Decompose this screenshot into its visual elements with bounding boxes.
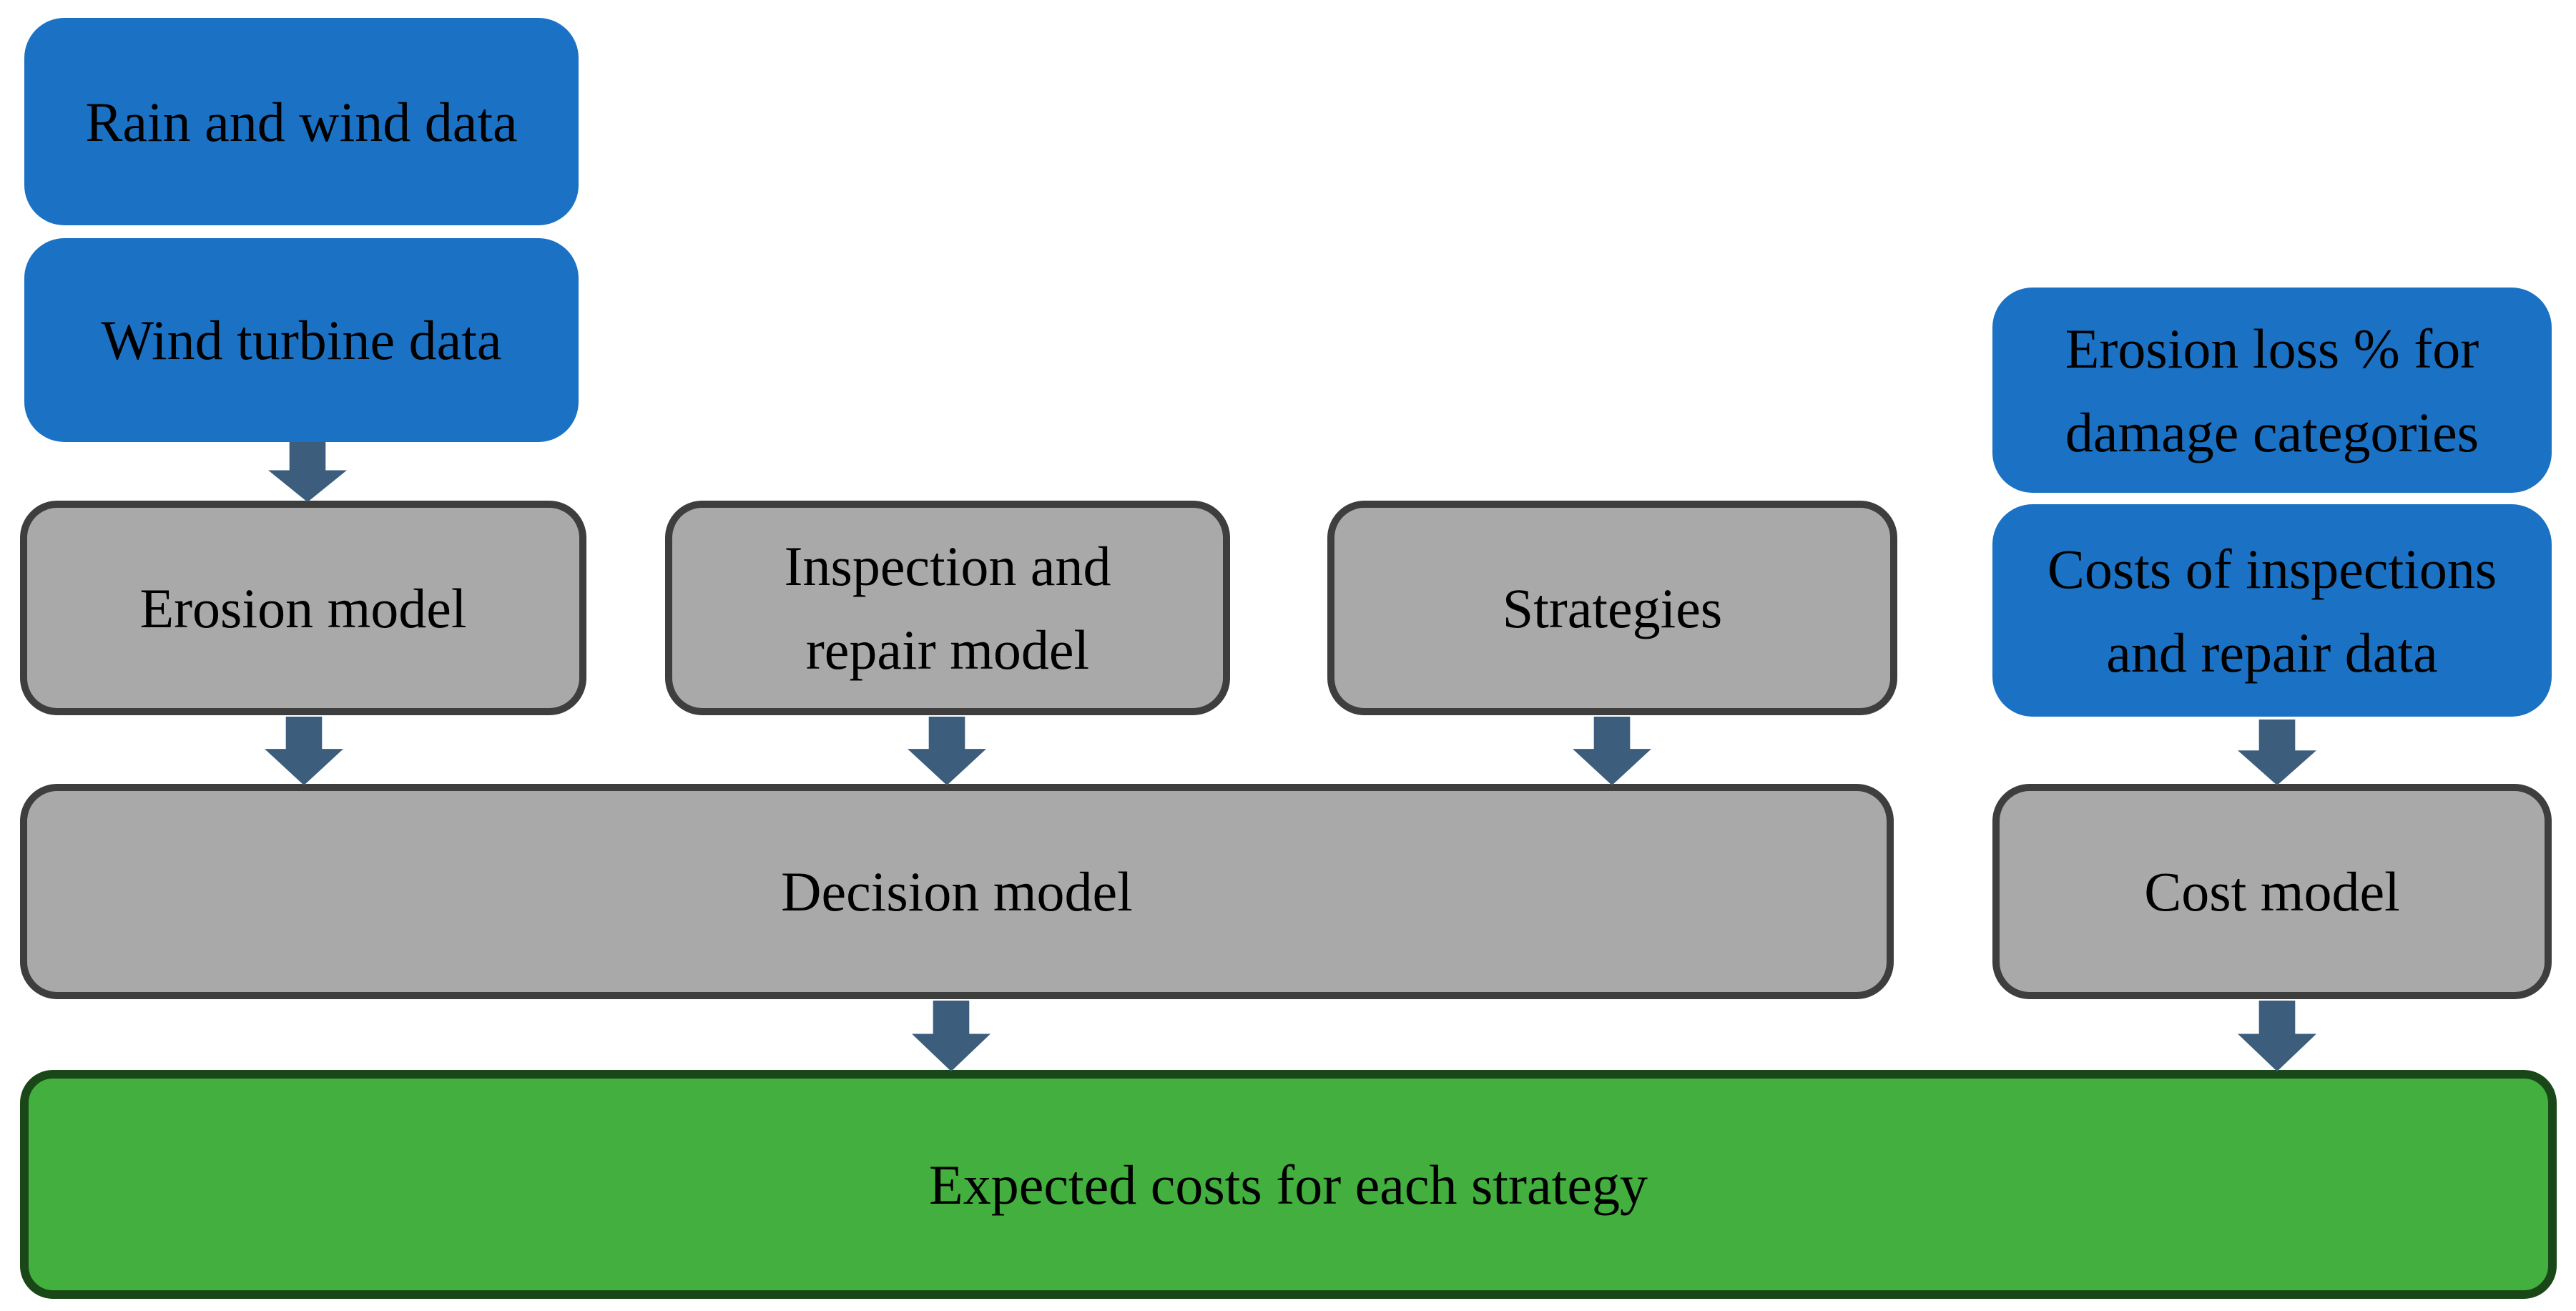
- node-strategies: Strategies: [1327, 501, 1897, 715]
- node-cost-model: Cost model: [1992, 784, 2552, 999]
- arrow-erosion-model-to-decision-model-icon: [265, 717, 343, 785]
- node-label: Inspection and repair model: [784, 535, 1111, 681]
- arrow-wind-turbine-to-erosion-model-icon: [268, 442, 347, 502]
- node-decision-model: Decision model: [20, 784, 1894, 999]
- arrow-inspection-repair-to-decision-model-icon: [908, 717, 986, 785]
- node-label: Costs of inspections and repair data: [2047, 537, 2497, 684]
- arrow-costs-inspections-to-cost-model-icon: [2238, 720, 2316, 785]
- node-wind-turbine-data: Wind turbine data: [24, 238, 579, 442]
- node-label: Strategies: [1502, 576, 1723, 639]
- node-label: Wind turbine data: [101, 309, 502, 371]
- node-label: Erosion model: [139, 576, 467, 639]
- arrow-cost-model-to-expected-costs-icon: [2238, 1001, 2316, 1071]
- node-label: Rain and wind data: [85, 90, 518, 153]
- node-erosion-model: Erosion model: [20, 501, 586, 715]
- node-label: Expected costs for each strategy: [929, 1153, 1648, 1216]
- node-inspection-and-repair-model: Inspection and repair model: [665, 501, 1230, 715]
- node-erosion-loss-for-damage-categories: Erosion loss % for damage categories: [1992, 288, 2552, 493]
- node-label: Cost model: [2144, 860, 2400, 923]
- node-costs-of-inspections-and-repair-data: Costs of inspections and repair data: [1992, 504, 2552, 717]
- arrow-decision-model-to-expected-costs-icon: [912, 1001, 990, 1071]
- node-label: Decision model: [781, 860, 1133, 923]
- node-expected-costs-for-each-strategy: Expected costs for each strategy: [20, 1070, 2557, 1299]
- arrow-strategies-to-decision-model-icon: [1573, 717, 1651, 785]
- node-rain-and-wind-data: Rain and wind data: [24, 18, 579, 225]
- node-label: Erosion loss % for damage categories: [2065, 317, 2479, 463]
